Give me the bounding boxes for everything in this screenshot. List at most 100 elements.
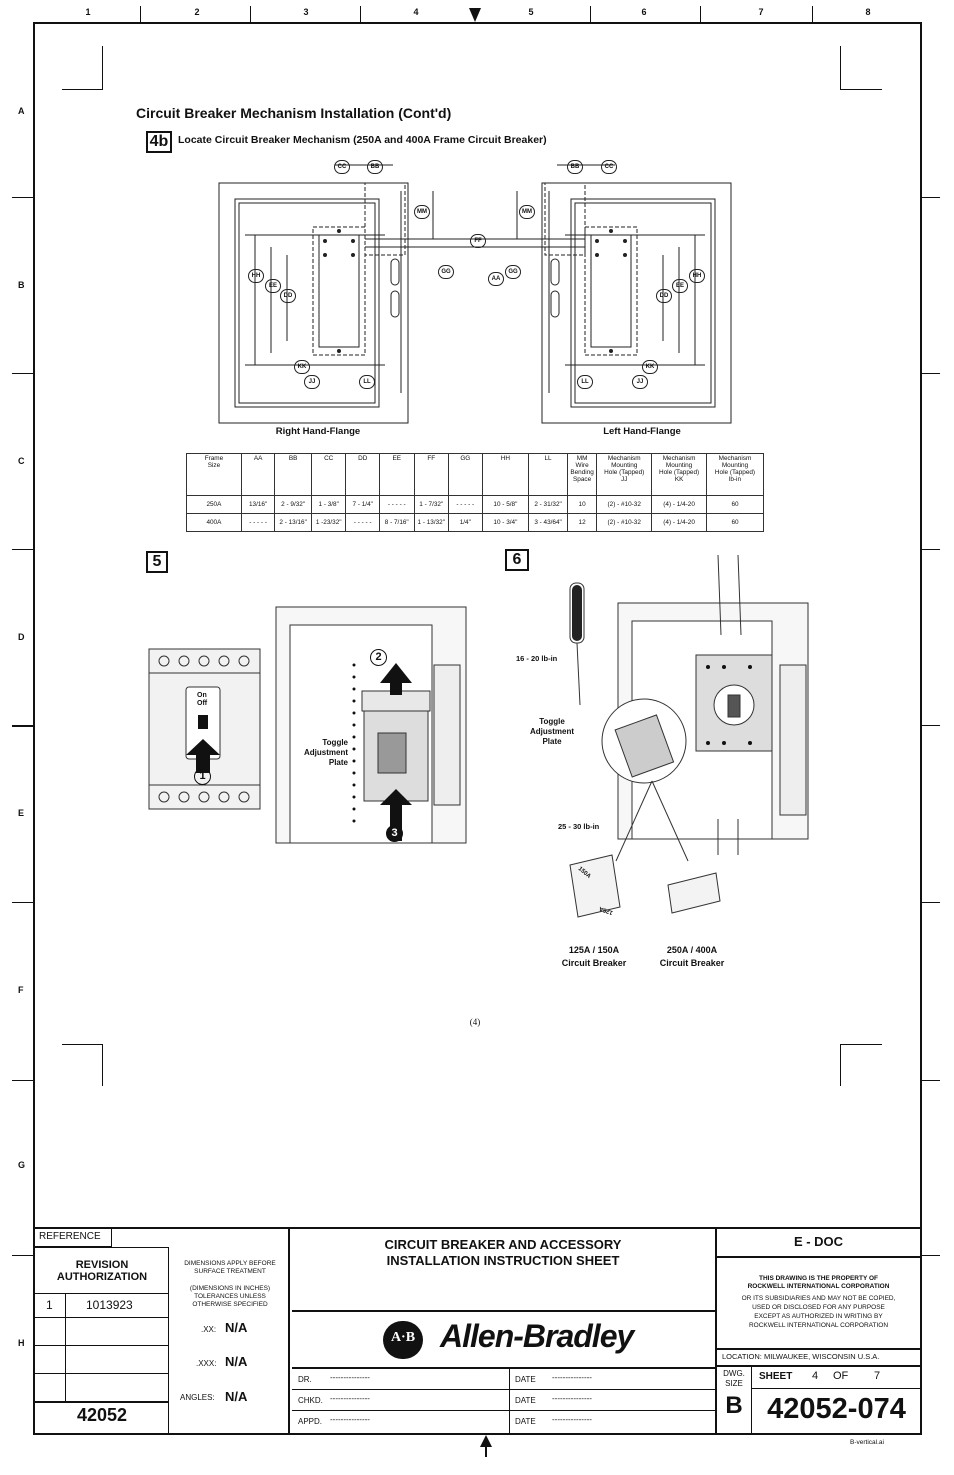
callout-bb-right: BB: [367, 160, 383, 174]
zone-row-g: G: [18, 1160, 26, 1170]
table-cell: 400A: [186, 513, 242, 532]
callout-ff: FF: [470, 234, 486, 248]
table-cell: 2 - 13/16": [274, 513, 312, 532]
zone-row-e: E: [18, 808, 25, 818]
date-label-2: DATE: [515, 1396, 536, 1405]
col-gg: GG: [448, 453, 483, 496]
callout-ee-right: EE: [265, 279, 281, 293]
table-cell: (4) - 1/4-20: [651, 513, 707, 532]
zone-row-h: H: [18, 1338, 25, 1348]
edoc-label: E - DOC: [793, 1234, 844, 1249]
table-cell: 3 - 43/64": [528, 513, 568, 532]
table-cell: (4) - 1/4-20: [651, 495, 707, 514]
table-cell: 13/16": [240, 495, 276, 514]
sheet-number: 4: [812, 1370, 819, 1382]
part-number: 42052: [76, 1405, 128, 1425]
date-value-2: ---------------: [552, 1394, 592, 1403]
step-badge-4b: 4b: [146, 131, 172, 153]
chkd-label: CHKD.: [298, 1396, 323, 1405]
callout-hh-left: HH: [689, 269, 705, 283]
tolerance-xxx-value: N/A: [225, 1354, 248, 1369]
location: LOCATION: MILWAUKEE, WISCONSIN U.S.A.: [722, 1352, 880, 1361]
callout-gg-right: GG: [438, 265, 454, 279]
date-value-3: ---------------: [552, 1415, 592, 1424]
table-cell: 10 - 5/8": [481, 495, 530, 514]
zone-row-b: B: [18, 280, 25, 290]
table-cell: 10 - 3/4": [481, 513, 530, 532]
callout-kk-left: KK: [642, 360, 658, 374]
callout-gg-left: GG: [505, 265, 521, 279]
toggle-off-label: Off: [197, 700, 208, 707]
col-bb: BB: [274, 453, 312, 496]
appd-value: ---------------: [330, 1415, 370, 1424]
dimension-table-header: Frame Size AA BB CC DD EE FF GG HH LL MM…: [186, 453, 764, 496]
document-title: CIRCUIT BREAKER AND ACCESSORY INSTALLATI…: [384, 1237, 622, 1268]
zone-col-1: 1: [85, 7, 91, 17]
zone-col-8: 8: [865, 7, 871, 17]
date-label-3: DATE: [515, 1417, 536, 1426]
revision-authorization: 1013923: [86, 1298, 133, 1312]
tolerance-xxx-label: .XXX:: [196, 1359, 217, 1368]
col-dd: DD: [345, 453, 380, 496]
callout-ee-left: EE: [672, 279, 688, 293]
zone-row-f: F: [18, 985, 24, 995]
zone-col-5: 5: [528, 7, 534, 17]
sheet-total: 7: [874, 1370, 881, 1382]
step-badge-5: 5: [146, 551, 168, 573]
table-cell: - - - - -: [240, 513, 276, 532]
file-name: B-vertical.ai: [850, 1439, 884, 1446]
col-hh: HH: [481, 453, 530, 496]
drawing-number: 42052-074: [767, 1393, 906, 1425]
breaker-caption-125-150: 125A / 150A Circuit Breaker: [561, 945, 627, 968]
dwg-size: B: [725, 1392, 743, 1419]
revision-authorization-label: REVISION AUTHORIZATION: [56, 1259, 148, 1283]
callout-mm-right: MM: [414, 205, 430, 219]
zone-row-d: D: [18, 632, 25, 642]
dr-value: ---------------: [330, 1373, 370, 1382]
callout-aa: AA: [488, 272, 504, 286]
allen-bradley-logo: A·B: [383, 1321, 423, 1359]
table-cell: - - - - -: [378, 495, 415, 514]
flange-layout-diagram: [218, 164, 732, 424]
table-cell: 10: [566, 495, 598, 514]
zone-row-c: C: [18, 456, 25, 466]
callout-jj-left: JJ: [632, 375, 648, 389]
table-cell: (2) - #10-32: [596, 495, 653, 514]
table-cell: - - - - -: [345, 513, 380, 532]
table-cell: 1 -23/32": [310, 513, 347, 532]
property-notice: OR ITS SUBSIDIARIES AND MAY NOT BE COPIE…: [741, 1295, 896, 1329]
col-kk: Mechanism Mounting Hole (Tapped) KK: [651, 453, 707, 496]
date-label-1: DATE: [515, 1375, 536, 1384]
callout-kk-right: KK: [294, 360, 310, 374]
angles-value: N/A: [225, 1389, 248, 1404]
callout-cc-left: CC: [601, 160, 617, 174]
table-cell: 60: [706, 495, 764, 514]
toggle-plate-label-6: Toggle Adjustment Plate: [530, 717, 574, 746]
tolerance-xx-value: N/A: [225, 1320, 248, 1335]
table-cell: 2 - 31/32": [528, 495, 568, 514]
marker-3: 3: [386, 825, 403, 842]
of-label: OF: [833, 1370, 849, 1382]
dr-label: DR.: [298, 1375, 312, 1384]
table-cell: 7 - 1/4": [345, 495, 380, 514]
zone-col-4: 4: [413, 7, 419, 17]
torque-label-2: 25 - 30 lb-in: [558, 822, 600, 831]
zone-col-7: 7: [758, 7, 764, 17]
sheet-label: SHEET: [759, 1371, 793, 1382]
dimensions-note: DIMENSIONS APPLY BEFORE SURFACE TREATMEN…: [184, 1260, 276, 1275]
marker-2: 2: [370, 649, 387, 666]
callout-ll-left: LL: [577, 375, 593, 389]
table-row: 400A - - - - - 2 - 13/16" 1 -23/32" - - …: [186, 513, 764, 532]
col-mm: MM Wire Bending Space: [566, 453, 598, 496]
angles-label: ANGLES:: [180, 1393, 215, 1402]
callout-ll-right: LL: [359, 375, 375, 389]
toggle-on-label: On: [197, 692, 207, 699]
zone-row-a: A: [18, 106, 25, 116]
table-cell: 8 - 7/16": [378, 513, 415, 532]
col-lbin: Mechanism Mounting Hole (Tapped) lb-in: [706, 453, 764, 496]
table-cell: 1 - 13/32": [413, 513, 450, 532]
step-5-illustration: [148, 606, 467, 844]
date-value-1: ---------------: [552, 1373, 592, 1382]
col-frame-size: Frame Size: [186, 453, 242, 496]
title-block: [33, 1227, 922, 1435]
